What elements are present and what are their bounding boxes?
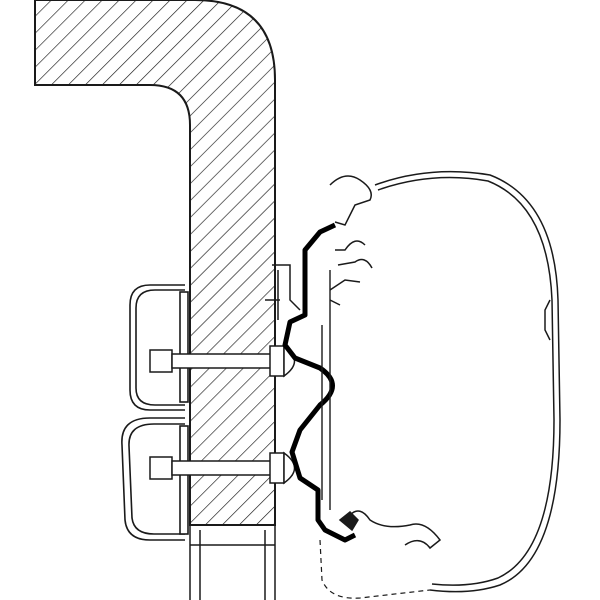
upper-clip <box>265 264 301 320</box>
dashed-outline <box>319 539 431 599</box>
awning-cassette <box>329 170 561 593</box>
lower-frame <box>189 525 276 600</box>
mounting-plate-upper <box>129 284 189 411</box>
adapter-profile <box>282 222 357 543</box>
bolt-lower <box>149 451 296 485</box>
adapter-profile-inner <box>321 270 331 510</box>
bolt-upper <box>149 344 296 378</box>
wall-section <box>34 0 276 526</box>
